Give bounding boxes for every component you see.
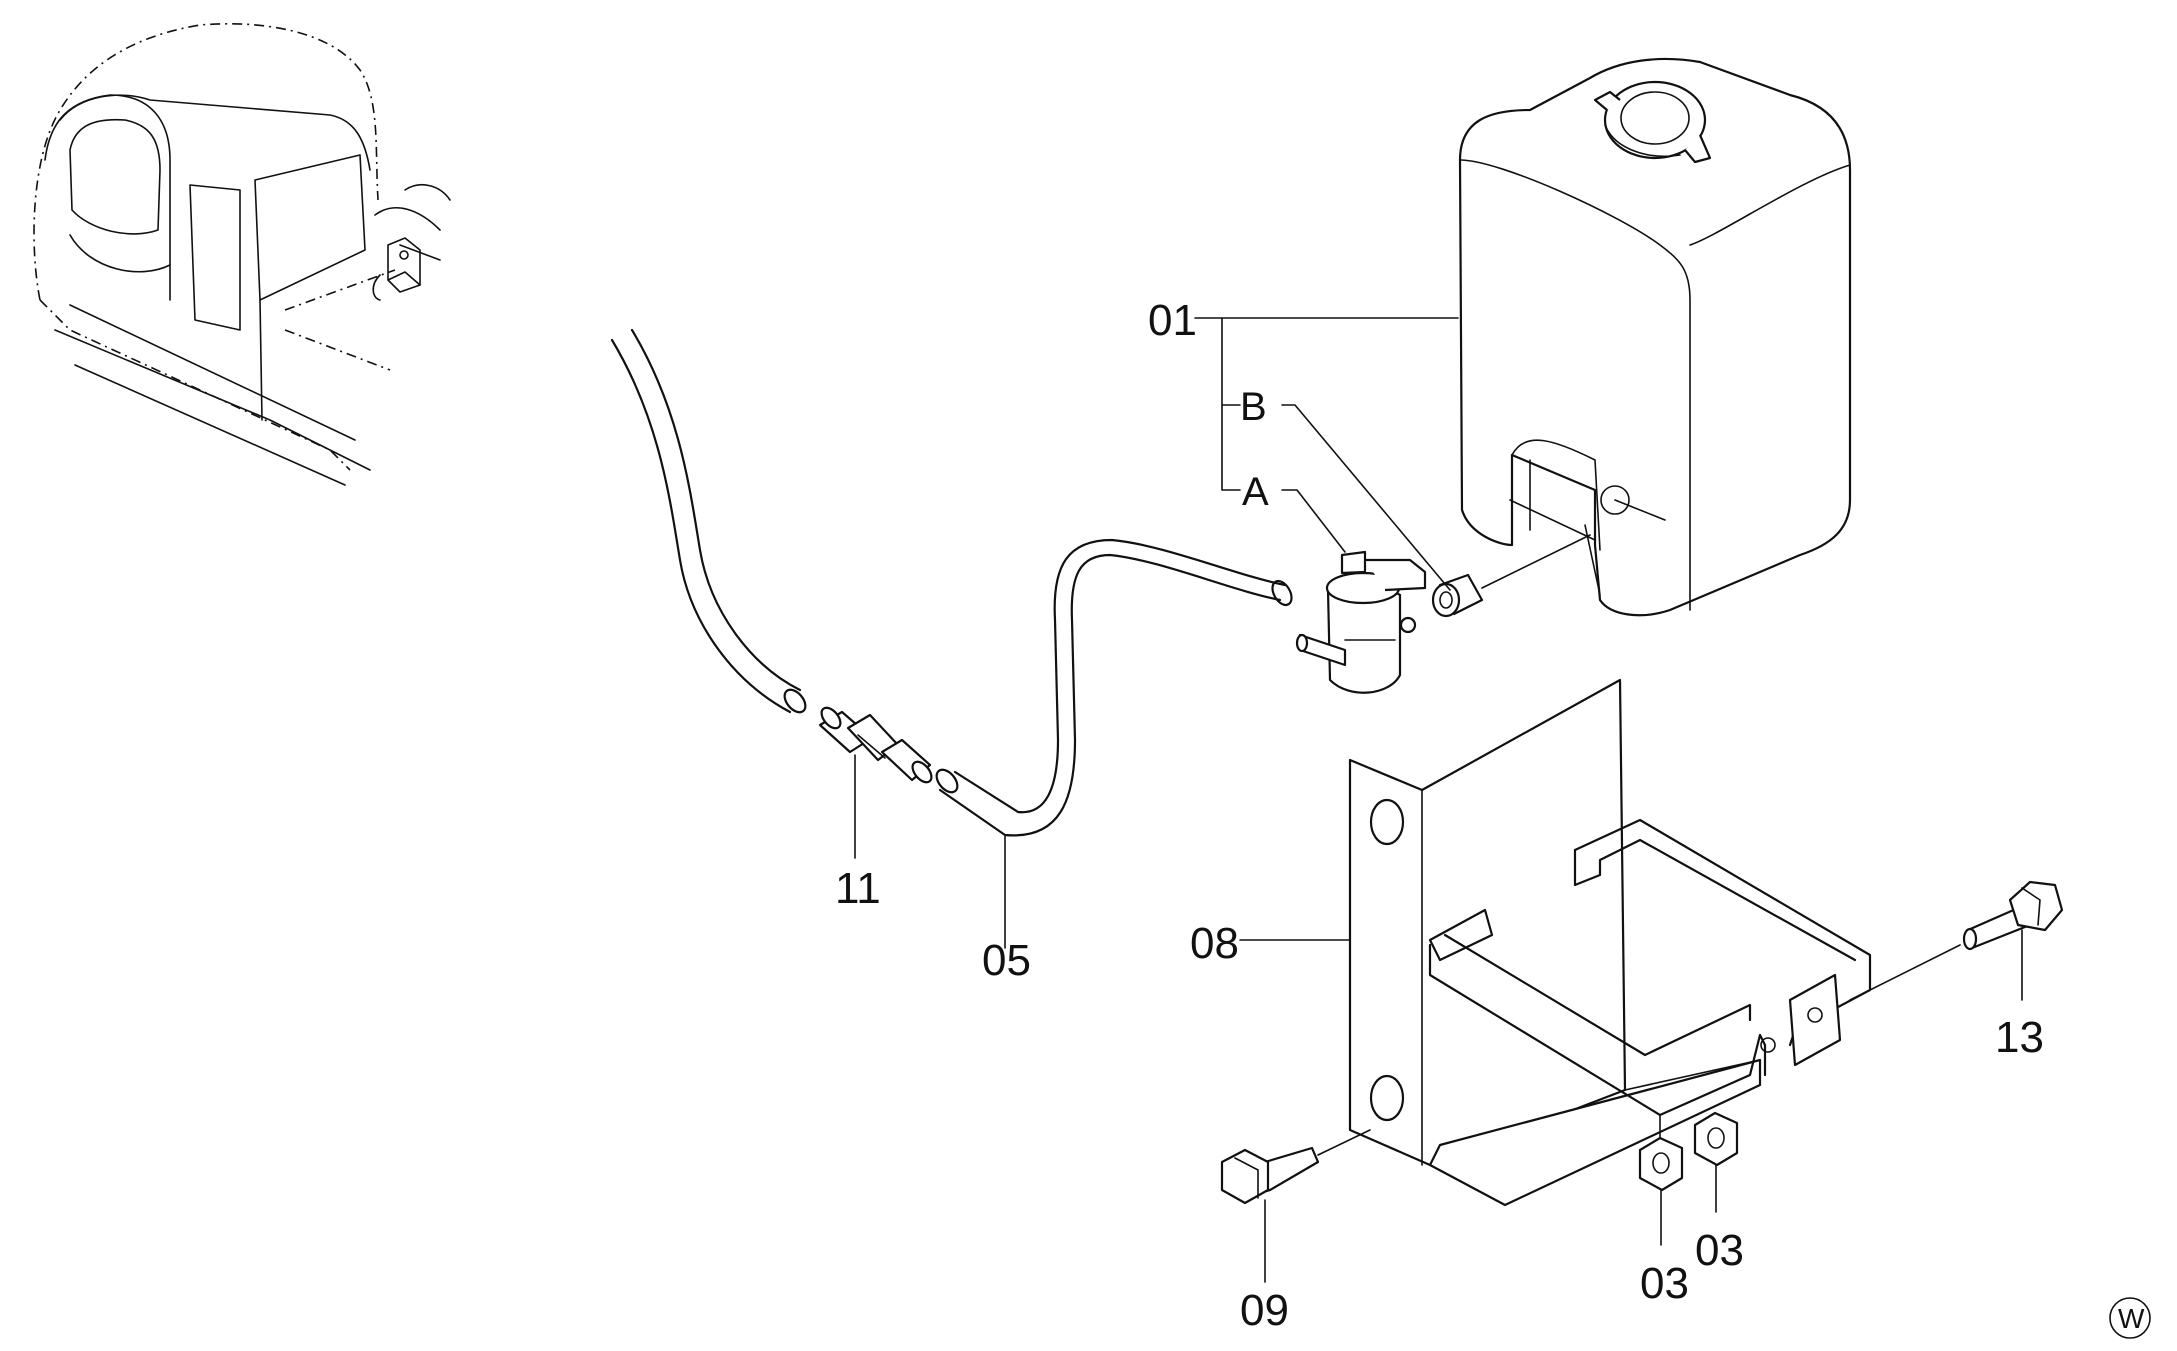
washer-pump — [1295, 550, 1427, 694]
callout-11: 11 — [835, 864, 881, 913]
callout-08: 08 — [1190, 919, 1239, 968]
bolt-lower — [1220, 1129, 1371, 1205]
callout-09: 09 — [1240, 1286, 1289, 1335]
nut-right — [1693, 1111, 1739, 1167]
nut-left — [1638, 1136, 1684, 1192]
callout-03-right: 03 — [1695, 1226, 1744, 1275]
tank-bracket — [1348, 678, 1872, 1207]
corner-w-letter: W — [2118, 1303, 2145, 1334]
corner-w-mark: W — [2109, 1297, 2151, 1339]
short-hose — [935, 538, 1293, 837]
connector-fitting — [818, 706, 933, 784]
callout-03-left: 03 — [1640, 1259, 1689, 1308]
callout-a: A — [1242, 470, 1269, 514]
leader-lines — [854, 317, 2023, 1283]
washer-tank — [1458, 57, 1852, 617]
bolt-right — [1849, 880, 2064, 1001]
callout-01: 01 — [1148, 296, 1197, 345]
callout-05: 05 — [982, 936, 1031, 985]
callout-13: 13 — [1995, 1013, 2044, 1062]
long-hose — [610, 328, 807, 714]
callout-b: B — [1240, 385, 1267, 429]
grommet — [1431, 534, 1591, 618]
excavator-cab-illustration — [33, 23, 451, 486]
